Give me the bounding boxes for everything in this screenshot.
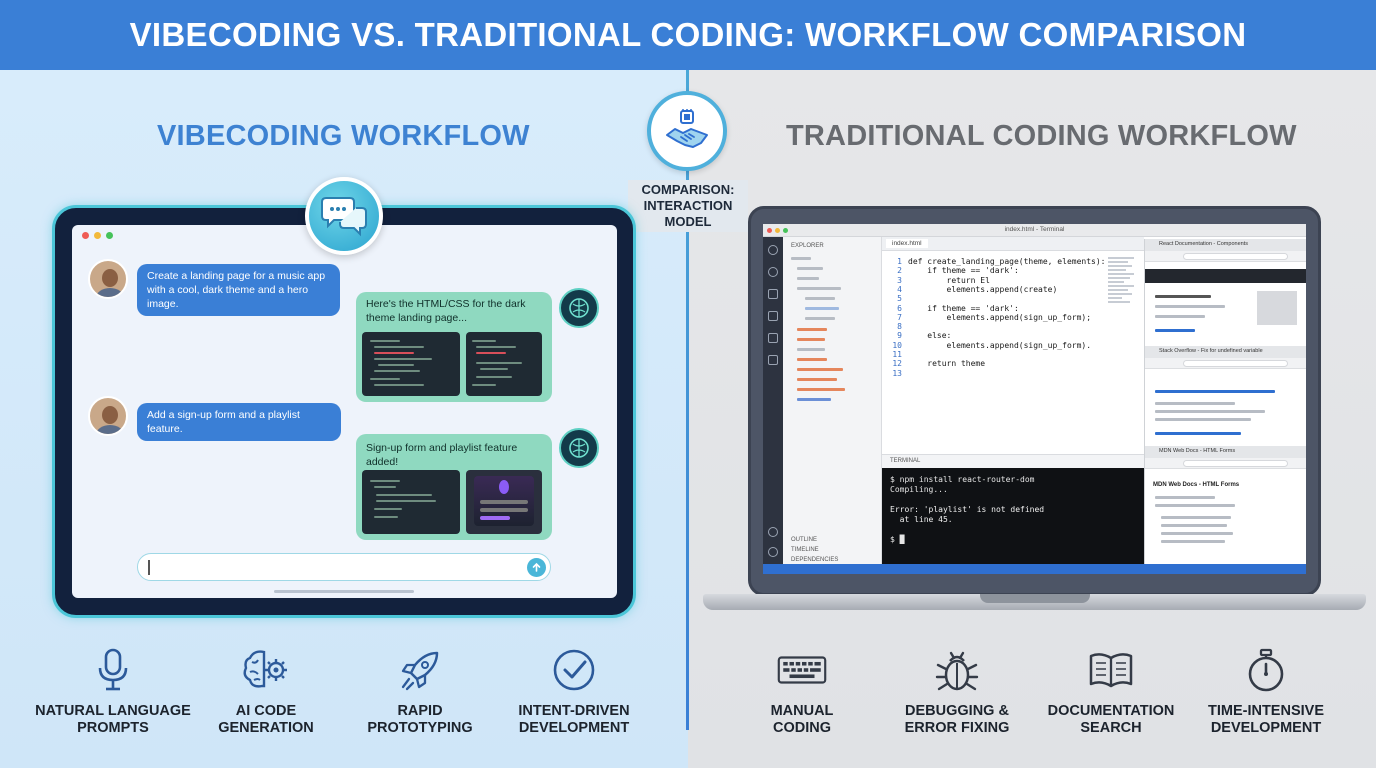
maximize-dot[interactable] (106, 232, 113, 239)
code-line: 12 return theme (892, 359, 986, 369)
window-controls (82, 232, 113, 239)
code-preview (466, 332, 542, 396)
tab-index-html[interactable]: index.html (886, 239, 928, 248)
ai-reply-1: Here's the HTML/CSS for the dark theme l… (366, 298, 526, 324)
terminal-line: $ npm install react-router-dom (890, 475, 1035, 484)
header-banner: VIBECODING VS. TRADITIONAL CODING: WORKF… (0, 0, 1376, 70)
terminal-line: at line 45. (890, 515, 953, 524)
user-avatar (88, 396, 128, 436)
code-line: 9 else: (897, 331, 952, 341)
vibecoding-title: VIBECODING WORKFLOW (157, 120, 530, 152)
user-message-1: Create a landing page for a music app wi… (137, 264, 340, 316)
minimize-dot[interactable] (94, 232, 101, 239)
microphone-icon (88, 645, 138, 695)
browser-stack-overflow: Stack Overflow - Fix for undefined varia… (1144, 346, 1306, 446)
code-preview (362, 332, 460, 396)
stopwatch-icon (1241, 645, 1291, 695)
keyboard-icon (777, 645, 827, 695)
close-dot[interactable] (82, 232, 89, 239)
flask-icon[interactable] (768, 355, 778, 365)
url-bar[interactable] (1145, 251, 1306, 262)
app-preview-thumbnail (466, 470, 542, 534)
files-icon[interactable] (768, 245, 778, 255)
center-divider (686, 70, 689, 730)
rocket-icon (395, 645, 445, 695)
code-line: 3 return El (897, 275, 990, 285)
code-line: 5 (897, 294, 902, 304)
code-line: 11 (892, 350, 902, 359)
ai-reply-2: Sign-up form and playlist feature added! (366, 442, 518, 468)
home-indicator (274, 590, 414, 593)
activity-bar (763, 237, 783, 564)
terminal-line: Error: 'playlist' is not defined (890, 505, 1045, 514)
terminal-line: $ █ (890, 535, 905, 544)
ide-titlebar: index.html - Terminal (763, 224, 1306, 237)
send-button[interactable] (527, 558, 546, 577)
browser-react-docs: React Documentation - Components (1144, 239, 1306, 347)
extensions-icon[interactable] (768, 333, 778, 343)
chat-input[interactable] (137, 553, 551, 581)
gear-icon[interactable] (768, 547, 778, 557)
ai-brain-icon (559, 428, 599, 468)
book-icon (1086, 645, 1136, 695)
user-message-2: Add a sign-up form and a playlist featur… (137, 403, 341, 441)
comparison-label: COMPARISON: INTERACTION MODEL (628, 180, 748, 232)
url-bar[interactable] (1145, 458, 1306, 469)
file-explorer: EXPLORER OUTLINE TIMELINE DEPENDENCIES (783, 237, 882, 564)
url-bar[interactable] (1145, 358, 1306, 369)
ide-screen: index.html - Terminal EXPLORER OUTLINE T… (763, 224, 1306, 574)
feature-debugging-error-fixing: DEBUGGING &ERROR FIXING (872, 645, 1042, 737)
account-icon[interactable] (768, 527, 778, 537)
terminal-line: Compiling... (890, 485, 948, 494)
bug-icon (932, 645, 982, 695)
check-circle-icon (549, 645, 599, 695)
run-icon[interactable] (768, 311, 778, 321)
code-line: 10 elements.append(sign_up_form). (892, 340, 1092, 350)
arrow-up-icon (532, 562, 541, 572)
page-title: VIBECODING VS. TRADITIONAL CODING: WORKF… (129, 16, 1247, 53)
terminal-header[interactable]: TERMINAL (882, 454, 1144, 468)
brain-gear-icon (241, 645, 291, 695)
code-line: 2 if theme == 'dark': (897, 266, 1019, 276)
source-control-icon[interactable] (768, 289, 778, 299)
laptop-notch (980, 594, 1090, 603)
code-line: 7 elements.append(sign_up_form); (897, 312, 1092, 322)
code-preview (362, 470, 460, 534)
code-line: 4 elements.append(create) (897, 284, 1058, 294)
browser-mdn-docs: MDN Web Docs - HTML Forms MDN Web Docs -… (1144, 446, 1306, 564)
traditional-title: TRADITIONAL CODING WORKFLOW (786, 120, 1297, 152)
minimap[interactable] (1108, 257, 1138, 337)
chat-bubbles-icon (305, 177, 383, 255)
code-line: 8 (897, 322, 902, 332)
code-line: 6 if theme == 'dark': (897, 303, 1019, 313)
user-avatar (88, 259, 128, 299)
handshake-chip-icon (647, 91, 727, 171)
ai-brain-icon (559, 288, 599, 328)
status-bar (763, 564, 1306, 574)
search-icon[interactable] (768, 267, 778, 277)
code-line: 13 (892, 368, 902, 378)
